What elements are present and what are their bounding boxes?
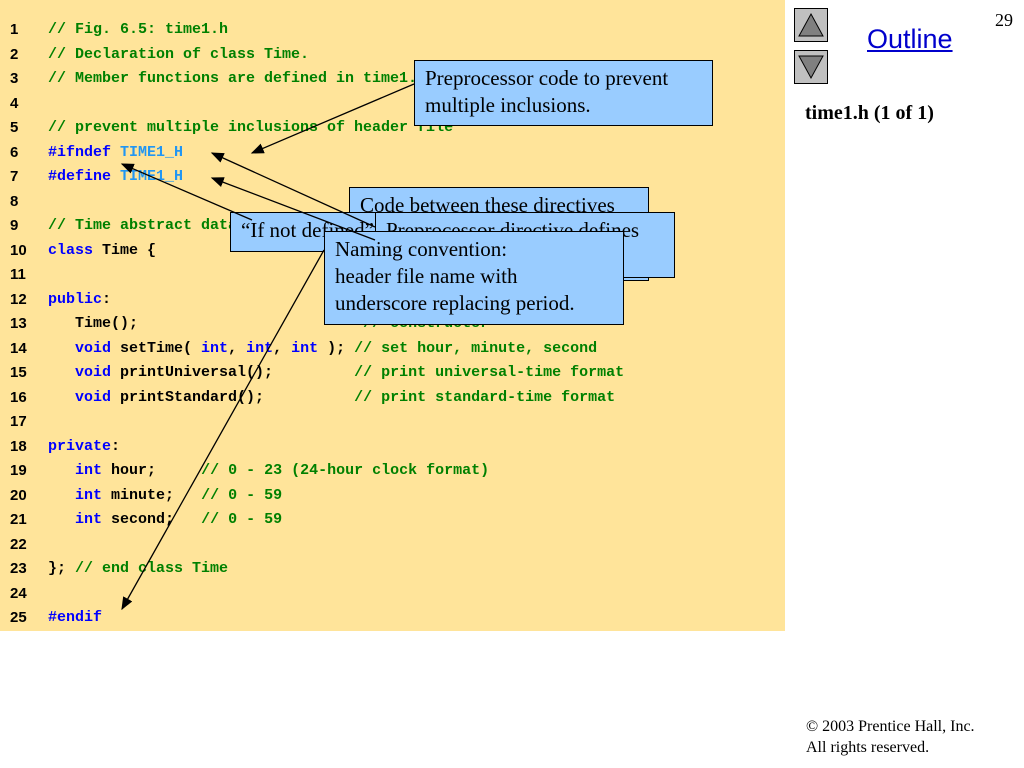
line-number: 19 (10, 462, 27, 479)
code-line: 25 #endif (0, 606, 785, 630)
code-line: 7 #define TIME1_H (0, 165, 785, 189)
line-number: 22 (10, 535, 27, 553)
line-number: 21 (10, 511, 27, 528)
line-number: 7 (10, 168, 19, 185)
line-number: 4 (10, 94, 19, 112)
previous-slide-button[interactable] (794, 8, 828, 42)
arrow-to-define-macro (210, 177, 376, 241)
arrow-to-ifndef (120, 163, 253, 221)
line-code: void printStandard(); // print standard-… (75, 388, 616, 406)
copyright-line-1: © 2003 Prentice Hall, Inc. (806, 718, 975, 735)
line-code: void setTime( int, int, int ); // set ho… (75, 339, 598, 357)
line-number: 15 (10, 364, 27, 381)
line-number: 8 (10, 192, 19, 210)
callout-preprocessor: Preprocessor code to prevent multiple in… (414, 60, 713, 126)
page-number: 29 (995, 10, 1013, 30)
code-line: 8 (0, 190, 785, 214)
code-line: 15 void printUniversal(); // print unive… (0, 361, 785, 385)
line-number: 20 (10, 486, 27, 504)
arrow-to-endif (121, 249, 325, 611)
code-line: 5 // prevent multiple inclusions of heade… (0, 116, 785, 140)
line-code: // Declaration of class Time. (48, 45, 310, 63)
line-number: 25 (10, 609, 27, 626)
line-code: void printUniversal(); // print universa… (75, 364, 625, 381)
code-line: 22 (0, 533, 785, 557)
code-line: 18 private: (0, 435, 785, 459)
line-number: 10 (10, 241, 27, 259)
line-number: 6 (10, 143, 19, 161)
line-number: 9 (10, 217, 19, 234)
code-line: 19 int hour; // 0 - 23 (24-hour clock fo… (0, 459, 785, 483)
code-line: 1 // Fig. 6.5: time1.h (0, 18, 785, 42)
line-number: 11 (10, 266, 26, 283)
line-number: 3 (10, 70, 19, 87)
code-line: 12 public: (0, 288, 785, 312)
line-code: int second; // 0 - 59 (75, 511, 283, 528)
line-number: 12 (10, 290, 27, 308)
line-code: // Fig. 6.5: time1.h (48, 21, 229, 38)
line-number: 5 (10, 119, 19, 136)
next-slide-button[interactable] (794, 50, 828, 84)
file-label: time1.h (1 of 1) (805, 102, 934, 124)
code-line: 4 (0, 92, 785, 116)
line-code: // prevent multiple inclusions of header… (48, 119, 454, 136)
line-number: 14 (10, 339, 27, 357)
code-line: 6 #ifndef TIME1_H (0, 141, 785, 165)
line-number: 17 (10, 413, 27, 430)
line-code: int minute; // 0 - 59 (75, 486, 283, 504)
code-line: 11 (0, 263, 785, 287)
line-number: 23 (10, 560, 27, 577)
line-number: 18 (10, 437, 27, 455)
line-number: 1 (10, 21, 19, 38)
line-code: private: (48, 437, 121, 455)
triangle-up-icon (798, 12, 824, 37)
code-line: 23 }; // end class Time (0, 557, 785, 581)
line-number: 16 (10, 388, 27, 406)
code-line: 17 (0, 410, 785, 434)
copyright-notice: © 2003 Prentice Hall, Inc. All rights re… (806, 716, 975, 758)
line-number: 2 (10, 45, 19, 63)
code-line: 24 (0, 582, 785, 606)
arrow-to-ifndef-comment (250, 83, 415, 154)
callout-naming-convention: Naming convention: header file name with… (324, 231, 624, 325)
line-code: #endif (48, 609, 103, 626)
line-number: 24 (10, 584, 27, 602)
arrow-to-ifndef-macro (210, 152, 376, 228)
code-line: 21 int second; // 0 - 59 (0, 508, 785, 532)
code-line: 2 // Declaration of class Time. (0, 43, 785, 67)
code-line: 16 void printStandard(); // print standa… (0, 386, 785, 410)
line-code: #ifndef TIME1_H (48, 143, 184, 161)
code-line: 20 int minute; // 0 - 59 (0, 484, 785, 508)
triangle-down-icon (798, 55, 824, 80)
outline-link[interactable]: Outline (867, 24, 953, 54)
line-code: }; // end class Time (48, 560, 229, 577)
line-code: class Time { (48, 241, 157, 259)
line-code: #define TIME1_H (48, 168, 183, 185)
line-number: 13 (10, 315, 27, 332)
copyright-line-2: All rights reserved. (806, 739, 930, 756)
code-line: 14 void setTime( int, int, int ); // set… (0, 337, 785, 361)
line-code: public: (48, 290, 112, 308)
line-code: int hour; // 0 - 23 (24-hour clock forma… (75, 462, 490, 479)
code-line: 10 class Time { (0, 239, 785, 263)
